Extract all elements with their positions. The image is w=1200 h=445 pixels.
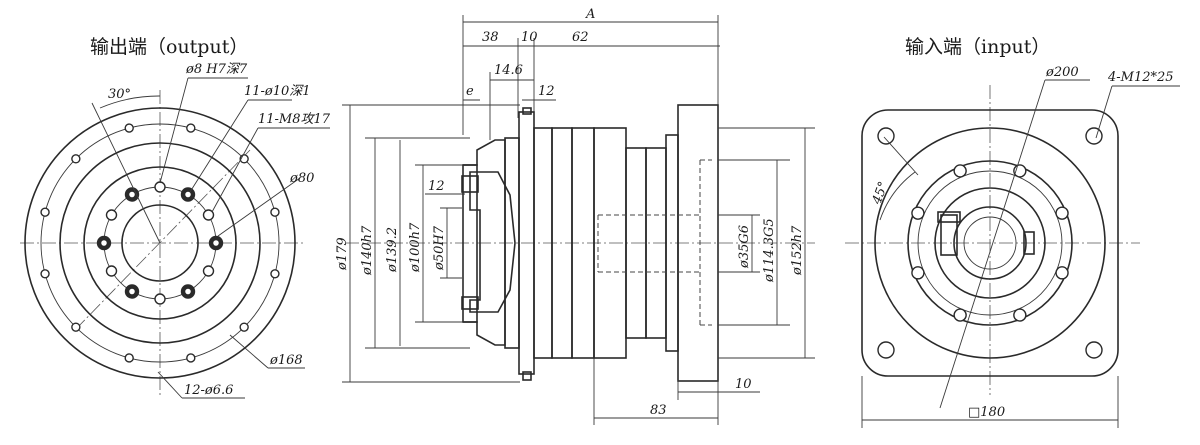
- output-inner-hole: [105, 209, 118, 221]
- side-label-12a: 12: [538, 84, 555, 99]
- input-outer-circle: [874, 127, 1106, 359]
- output-inner-hole-inner: [184, 287, 192, 296]
- output-outer-circle: [24, 107, 296, 379]
- output-inner-hole-inner: [128, 190, 136, 199]
- output-outer-hole: [71, 322, 81, 332]
- input-square-flange: [861, 109, 1119, 377]
- output-flange-circle: [59, 142, 261, 344]
- output-inner-hole-inner: [128, 287, 136, 296]
- output-outer-hole: [186, 353, 196, 363]
- output-bolt-circle-168: [40, 123, 280, 363]
- output-view: 输出端（output） 30° ø8 H7深7 11-ø10深1 11-M8攻1…: [20, 36, 331, 399]
- output-outer-holes: [40, 123, 280, 363]
- input-pcd-hole: [953, 164, 967, 178]
- output-outer-hole: [186, 123, 196, 133]
- output-angle-arc: [99, 95, 161, 109]
- side-label-114: ø114.3G5: [762, 218, 777, 283]
- input-pcd-hole: [911, 206, 925, 220]
- output-shaft-circle: [83, 166, 237, 320]
- output-outer-hole: [124, 123, 134, 133]
- side-label-12b: 12: [428, 179, 445, 194]
- output-inner-hole: [202, 265, 215, 277]
- output-outer-hole: [270, 207, 280, 217]
- side-label-35: ø35G6: [737, 225, 752, 269]
- side-view: A 38 10 62 14.6 e 12 ø179 ø140h7 ø139.2 …: [335, 7, 815, 425]
- output-label-80: ø80: [289, 171, 314, 186]
- output-leader-168: [229, 334, 269, 369]
- input-view-title: 输入端（input）: [905, 36, 1050, 58]
- output-leader-10: [189, 99, 249, 193]
- side-label-10b: 10: [735, 377, 752, 392]
- output-inner-hole: [202, 209, 215, 221]
- side-label-62: 62: [572, 30, 589, 45]
- output-view-title: 输出端（output）: [90, 36, 248, 58]
- output-label-66: 12-ø6.6: [184, 383, 233, 398]
- input-label-200: ø200: [1045, 65, 1079, 80]
- output-outer-hole: [124, 353, 134, 363]
- side-label-100: ø100h7: [408, 222, 423, 273]
- input-pcd-hole: [1055, 266, 1069, 280]
- input-keyway: [1023, 231, 1035, 255]
- side-input-flange: [677, 104, 719, 382]
- output-label-10: 11-ø10深1: [244, 84, 311, 99]
- output-outer-hole: [40, 269, 50, 279]
- side-label-139: ø139.2: [385, 227, 400, 273]
- side-label-140: ø140h7: [360, 225, 375, 276]
- input-pcd-hole: [1055, 206, 1069, 220]
- output-leader-m8: [211, 127, 259, 213]
- input-corner-hole: [1085, 127, 1103, 145]
- output-inner-hole-inner: [212, 239, 220, 247]
- input-corner-hole: [877, 127, 895, 145]
- input-leader-m12: [1095, 85, 1113, 139]
- output-inner-hole-inner: [184, 190, 192, 199]
- input-pcd-circle: [907, 160, 1073, 326]
- input-pcd-hole: [911, 266, 925, 280]
- input-corner-hole: [1085, 341, 1103, 359]
- side-label-50: ø50H7: [432, 225, 447, 271]
- output-inner-hole: [105, 265, 118, 277]
- output-outer-hole: [40, 207, 50, 217]
- output-outer-hole: [71, 154, 81, 164]
- side-hatched-section: [469, 171, 516, 313]
- input-label-m12: 4-M12*25: [1107, 70, 1174, 85]
- side-label-179: ø179: [335, 237, 350, 271]
- output-angle-leader: [91, 102, 161, 244]
- side-label-e: e: [466, 84, 474, 99]
- output-bore-circle: [121, 204, 199, 282]
- input-view: 输入端（input） ø200 4-M12*25 45°: [845, 36, 1180, 428]
- input-label-45: 45°: [869, 180, 891, 208]
- side-label-146: 14.6: [494, 63, 523, 78]
- output-leader-80: [217, 177, 301, 237]
- side-label-38: 38: [482, 30, 499, 45]
- input-pcd-hole: [953, 308, 967, 322]
- input-bore-circle: [953, 206, 1027, 280]
- input-pcd-holes: [911, 164, 1069, 322]
- input-clamp-screw: [940, 214, 958, 256]
- input-corner-hole: [877, 341, 895, 359]
- side-label-10a: 10: [521, 30, 538, 45]
- input-angle-arc: [879, 171, 916, 221]
- output-center-line-diag: [74, 149, 251, 331]
- output-label-m8: 11-M8攻17: [258, 112, 331, 127]
- input-pcd-hole: [1013, 308, 1027, 322]
- input-hub-circle: [934, 187, 1046, 299]
- output-leader-8: [159, 77, 189, 184]
- side-label-152: ø152h7: [790, 225, 805, 276]
- output-angle-label: 30°: [108, 87, 131, 102]
- output-label-8h7: ø8 H7深7: [185, 62, 248, 77]
- input-label-180: □180: [968, 405, 1005, 420]
- output-inner-hole: [154, 293, 166, 305]
- output-inner-hole-inner: [100, 239, 108, 247]
- side-label-83: 83: [650, 403, 667, 418]
- side-label-A: A: [585, 7, 595, 22]
- output-outer-hole: [239, 322, 249, 332]
- output-outer-hole: [270, 269, 280, 279]
- output-leader-66: [157, 371, 183, 399]
- output-label-168: ø168: [269, 353, 303, 368]
- output-inner-hole: [154, 181, 166, 193]
- input-leader-200: [939, 79, 1046, 409]
